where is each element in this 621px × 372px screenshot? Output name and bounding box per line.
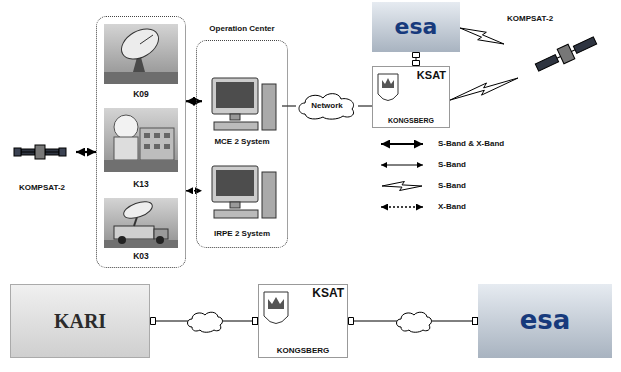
- network-cloud-symbol: [188, 312, 223, 332]
- legend: S-Band & X-BandS-BandS-BandX-Band: [378, 133, 504, 217]
- crest-logo: [264, 292, 288, 324]
- legend-row: S-Band: [378, 175, 504, 196]
- legend-label: S-Band & X-Band: [438, 139, 504, 148]
- station-logo: KSAT KONGSBERG: [258, 284, 348, 358]
- s-band-link: [450, 78, 518, 100]
- antenna-photo: [104, 23, 178, 84]
- node-label: KOMPSAT-2: [507, 14, 553, 23]
- computer-icon: [212, 78, 276, 130]
- station-group: K09K13K03: [96, 16, 186, 268]
- node-label: KOMPSAT-2: [19, 183, 65, 192]
- network-cloud-symbol: [397, 312, 432, 332]
- node-sublabel: KONGSBERG: [388, 117, 434, 125]
- agency-logo: esa: [478, 284, 612, 358]
- satellite-icon: [534, 33, 599, 75]
- mobile-antenna-photo: [104, 198, 178, 248]
- system-box: IRPE 2 System: [202, 158, 282, 240]
- node-label: esa: [395, 14, 438, 39]
- band-link: [416, 52, 417, 66]
- band-link: [76, 151, 96, 153]
- node-label: K03: [133, 252, 149, 262]
- legend-line: [381, 164, 423, 165]
- agency-logo: esa: [372, 2, 460, 52]
- node-label: MCE 2 System: [214, 137, 269, 146]
- legend-row: X-Band: [378, 196, 504, 217]
- band-link: [186, 190, 202, 192]
- s-band-link: [460, 28, 504, 44]
- satellite: KOMPSAT-2: [8, 136, 76, 194]
- node-label: esa: [520, 306, 571, 336]
- band-link: [358, 106, 372, 107]
- band-link: [186, 100, 202, 102]
- legend-row: S-Band & X-Band: [378, 133, 504, 154]
- legend-sample: [378, 159, 426, 171]
- band-link: [282, 106, 296, 107]
- cloud-shape: [299, 94, 354, 120]
- node-label: KSAT: [312, 287, 344, 301]
- satellite-icon: [14, 145, 66, 159]
- group-outline: [96, 16, 186, 268]
- legend-sample: [378, 180, 426, 192]
- legend-row: S-Band: [378, 154, 504, 175]
- station-logo: KSAT KONGSBERG: [372, 66, 450, 128]
- node-label: Operation Center: [209, 24, 274, 33]
- legend-label: X-Band: [438, 202, 466, 211]
- legend-line: [382, 181, 422, 190]
- legend-label: S-Band: [438, 181, 466, 190]
- node-label: IRPE 2 System: [214, 229, 270, 238]
- node-label: KSAT: [417, 69, 446, 82]
- computer-icon: [212, 166, 276, 218]
- node-label: KARI: [54, 310, 106, 333]
- satellite: KOMPSAT-2: [504, 12, 614, 78]
- building-photo: [104, 108, 178, 172]
- legend-line: [381, 206, 423, 208]
- ground-station: K03: [102, 196, 180, 264]
- legend-line: [381, 142, 423, 144]
- node-sublabel: KONGSBERG: [277, 346, 329, 355]
- legend-sample: [378, 201, 426, 213]
- node-label: K09: [133, 90, 149, 100]
- legend-label: S-Band: [438, 160, 466, 169]
- ground-station: K13: [102, 106, 180, 192]
- crest-logo: [378, 74, 398, 101]
- operation-center: Operation CenterMCE 2 SystemIRPE 2 Syste…: [196, 22, 288, 248]
- agency-logo: KARI: [10, 284, 150, 358]
- legend-sample: [378, 138, 426, 150]
- node-label: K13: [133, 180, 149, 190]
- system-box: MCE 2 System: [202, 70, 282, 148]
- ground-station: K09: [102, 22, 180, 102]
- network-cloud: Network: [296, 92, 358, 120]
- node-label: Network: [311, 101, 343, 110]
